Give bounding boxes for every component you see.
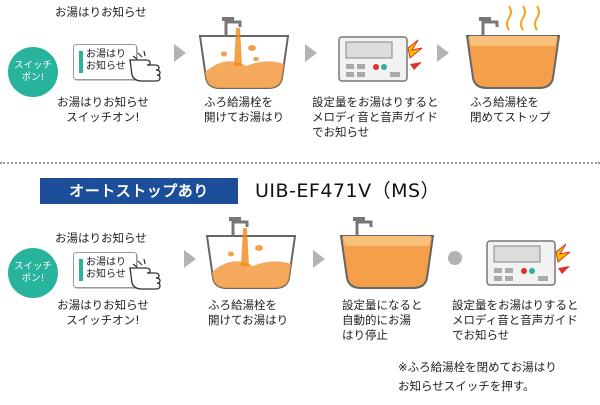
steam-icon — [506, 5, 540, 31]
step-1-text-top: お湯はりお知らせ スイッチオン! — [57, 95, 149, 124]
button-label: お湯はり お知らせ — [86, 49, 126, 72]
hand-pointer-icon — [129, 258, 161, 290]
arrow-right-icon — [305, 44, 317, 62]
switch-badge-bottom: スイッチ ポン! — [8, 248, 58, 298]
auto-stop-label: オートストップあり — [40, 178, 238, 204]
step-1-text-bottom: お湯はりお知らせ スイッチオン! — [57, 298, 149, 327]
step-2-text-top: ふろ給湯栓を 開けてお湯はり — [204, 95, 285, 124]
notice-title-bottom: お湯はりお知らせ — [55, 231, 147, 245]
sound-alert-icon — [555, 243, 571, 263]
arrow-right-icon — [184, 250, 196, 268]
notice-switch-button-bottom[interactable]: お湯はり お知らせ — [73, 252, 137, 288]
step-3-text-top: 設定量をお湯はりすると メロディ音と音声ガイド でお知らせ — [312, 95, 439, 139]
notice-title-top: お湯はりお知らせ — [55, 5, 147, 19]
bathtub-filling-icon — [198, 17, 290, 89]
footnote: ※ふろ給湯栓を閉めてお湯はり お知らせスイッチを押す。 — [398, 360, 557, 393]
step-4-text-top: ふろ給湯栓を 閉めてストップ — [470, 95, 551, 124]
step-4-text-bottom: 設定量をお湯はりすると メロディ音と音声ガイド でお知らせ — [452, 298, 579, 342]
bathtub-stopped-icon — [339, 217, 435, 289]
button-stripe — [79, 259, 83, 281]
button-label: お湯はり お知らせ — [86, 257, 126, 280]
remote-panel-icon — [338, 36, 423, 82]
arrow-right-icon — [313, 250, 325, 268]
model-number: UIB-EF471V（MS） — [255, 180, 441, 202]
bathtub-filling-icon — [205, 217, 297, 289]
hand-pointer-icon — [129, 50, 161, 82]
step-3-text-bottom: 設定量になると 自動的にお湯 はり停止 — [342, 298, 423, 342]
remote-panel-icon — [486, 240, 571, 286]
step-2-text-bottom: ふろ給湯栓を 開けてお湯はり — [208, 298, 289, 327]
section-divider — [0, 162, 600, 164]
bathtub-full-icon — [465, 5, 561, 89]
sound-alert-icon — [407, 39, 423, 59]
arrow-right-icon — [437, 44, 449, 62]
button-stripe — [79, 51, 83, 73]
notice-switch-button-top[interactable]: お湯はり お知らせ — [73, 44, 137, 80]
dot-separator-icon — [448, 251, 462, 265]
arrow-right-icon — [174, 44, 186, 62]
switch-badge-top: スイッチ ポン! — [8, 47, 58, 97]
